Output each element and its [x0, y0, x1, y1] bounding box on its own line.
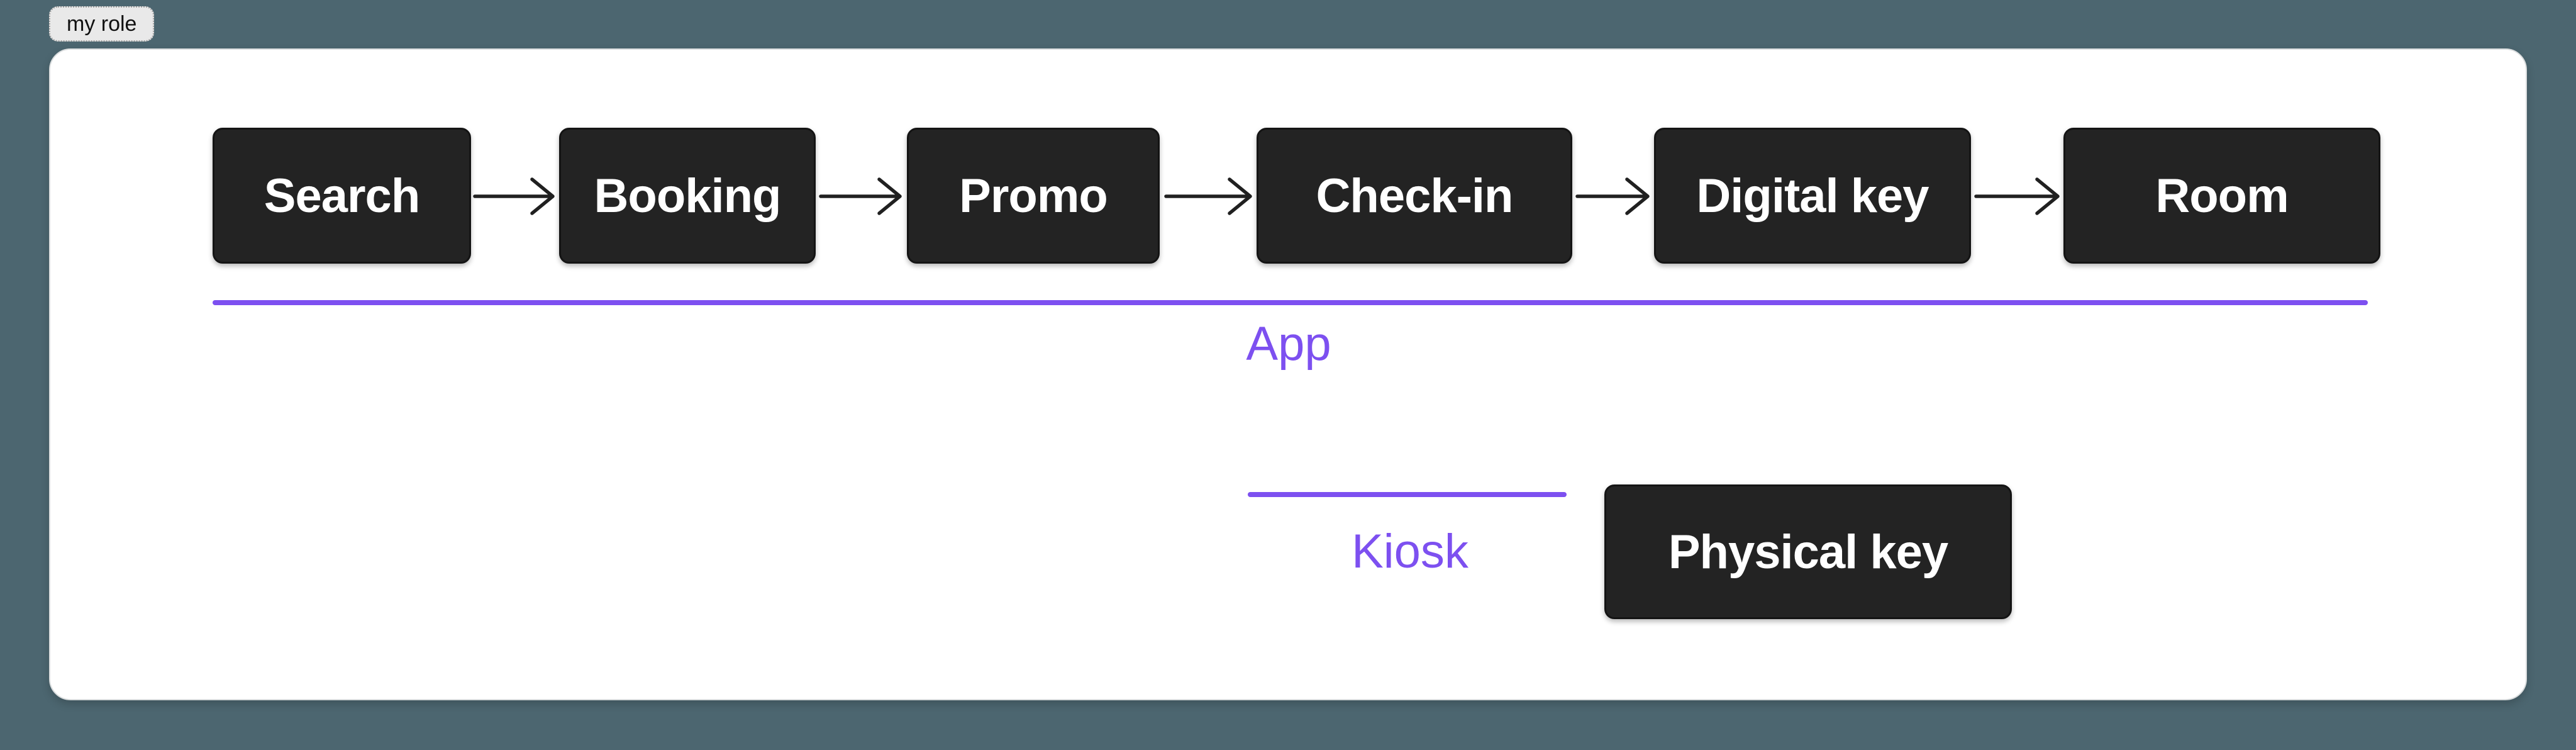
kiosk-lane-label[interactable]: Kiosk	[1352, 525, 1468, 578]
flow-node-room[interactable]: Room	[2063, 128, 2380, 264]
arrow-right-icon[interactable]	[472, 174, 557, 218]
flow-node-search[interactable]: Search	[213, 128, 471, 264]
flow-node-search-label: Search	[264, 169, 420, 223]
flow-node-room-label: Room	[2155, 169, 2289, 223]
flow-node-digital-key[interactable]: Digital key	[1654, 128, 1971, 264]
node-physical-key-label: Physical key	[1668, 525, 1948, 579]
kiosk-lane-line[interactable]	[1248, 492, 1567, 497]
flow-node-promo-label: Promo	[959, 169, 1108, 223]
node-physical-key[interactable]: Physical key	[1604, 484, 2012, 619]
app-lane-line[interactable]	[213, 300, 2368, 305]
frame-name-label: my role	[67, 11, 137, 36]
arrow-right-icon[interactable]	[1974, 174, 2062, 218]
flow-node-booking-label: Booking	[594, 169, 782, 223]
app-lane-label[interactable]: App	[1246, 317, 1331, 371]
frame-name-chip[interactable]: my role	[49, 6, 155, 42]
whiteboard-frame[interactable]: Search Booking Promo Check-in Digital ke…	[49, 48, 2527, 700]
flow-node-promo[interactable]: Promo	[907, 128, 1160, 264]
flow-node-check-in-label: Check-in	[1316, 169, 1514, 223]
arrow-right-icon[interactable]	[1163, 174, 1254, 218]
flow-node-digital-key-label: Digital key	[1696, 169, 1929, 223]
flow-node-booking[interactable]: Booking	[559, 128, 816, 264]
arrow-right-icon[interactable]	[1575, 174, 1652, 218]
arrow-right-icon[interactable]	[818, 174, 904, 218]
flow-node-check-in[interactable]: Check-in	[1257, 128, 1572, 264]
